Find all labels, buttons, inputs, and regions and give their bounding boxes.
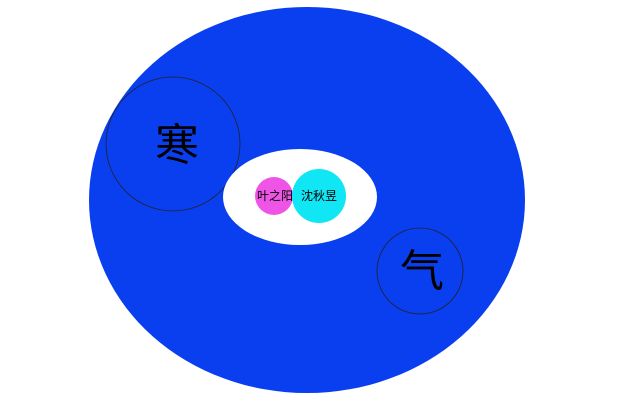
qi-glyph: 气 — [400, 246, 444, 297]
label-ye-zhiyang: 叶之阳 — [257, 189, 293, 203]
qi-ring — [376, 227, 464, 315]
magenta-circle — [255, 177, 293, 215]
cyan-circle — [292, 169, 346, 223]
cold-ring — [105, 76, 241, 212]
cold-glyph: 寒 — [155, 120, 199, 171]
label-shen-qiuyu: 沈秋昱 — [301, 188, 337, 203]
